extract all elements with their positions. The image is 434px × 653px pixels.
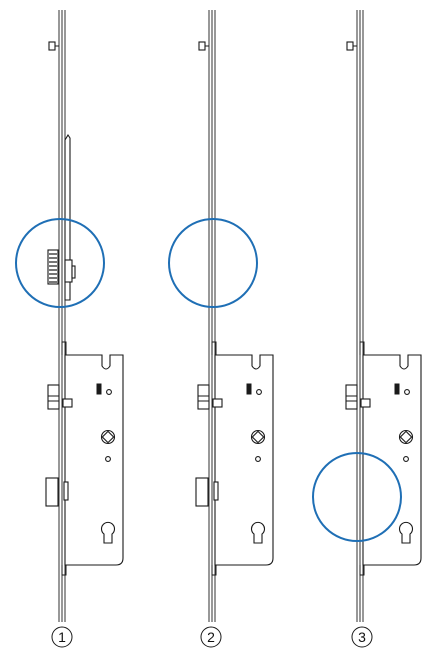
latch-tongue [64,259,73,283]
case-tab [61,565,67,576]
label-ring [200,626,222,648]
screw-hole [403,456,409,462]
lower-bolt [195,477,219,507]
lock-number: 1 [58,629,66,645]
deadlatch-body [197,384,210,410]
screw-hole [256,389,262,395]
small-slot [246,383,252,395]
lock-assembly-1: 1 [15,10,124,648]
screw-hole [105,456,111,462]
case-tab [211,341,217,355]
lock-number-label: 2 [200,626,222,648]
lock-assembly-3: 3 [312,10,422,648]
label-ring [51,626,73,648]
deadlatch [197,384,223,410]
lower-bolt [45,477,69,507]
highlight-circle [168,218,258,308]
screw-hole [404,389,410,395]
top-bolt-head [198,41,206,51]
deadlatch-body [47,384,60,410]
cylinder-cutout [100,521,116,544]
small-slot [394,383,400,395]
deadlatch-body [345,384,358,410]
case-tab [359,565,365,576]
case-body [362,354,422,566]
lock-number: 2 [207,629,215,645]
spindle-square [399,430,413,444]
deadlatch-tongue [62,398,73,408]
lock-number-label: 3 [351,626,373,648]
gearbox [61,341,124,576]
rail [208,10,216,622]
top-bolt [346,41,357,51]
rail [58,10,66,622]
spindle-square [101,430,115,444]
deadlatch [345,384,371,410]
small-slot [96,383,102,395]
label-ring [351,626,373,648]
upper-latch [47,249,76,285]
case-body [214,354,274,566]
deadlatch-tongue [360,398,371,408]
rail [356,10,364,622]
screw-hole [106,389,112,395]
top-bolt-head [346,41,354,51]
gearbox [359,341,422,576]
latch-body [47,249,59,285]
case-tab [211,565,217,576]
latch-tip [71,265,76,279]
cylinder-cutout [398,521,414,544]
lock-number-label: 1 [51,626,73,648]
lower-bolt-body [45,477,59,507]
top-bolt [198,41,209,51]
lock-assembly-2: 2 [168,10,274,648]
case-tab [359,341,365,355]
top-bolt [48,41,59,51]
top-bolt-head [48,41,56,51]
deadlatch [47,384,73,410]
case-tab [61,341,67,355]
lock-number: 3 [358,629,366,645]
lower-bolt-tab [213,481,219,501]
deadlatch-tongue [212,398,223,408]
gearbox [211,341,274,576]
case-body [64,354,124,566]
spindle-square [251,430,265,444]
highlight-circle [15,218,105,308]
screw-hole [255,456,261,462]
cylinder-cutout [250,521,266,544]
lower-bolt-tab [63,481,69,501]
highlight-circle [312,452,402,542]
lower-bolt-body [195,477,209,507]
